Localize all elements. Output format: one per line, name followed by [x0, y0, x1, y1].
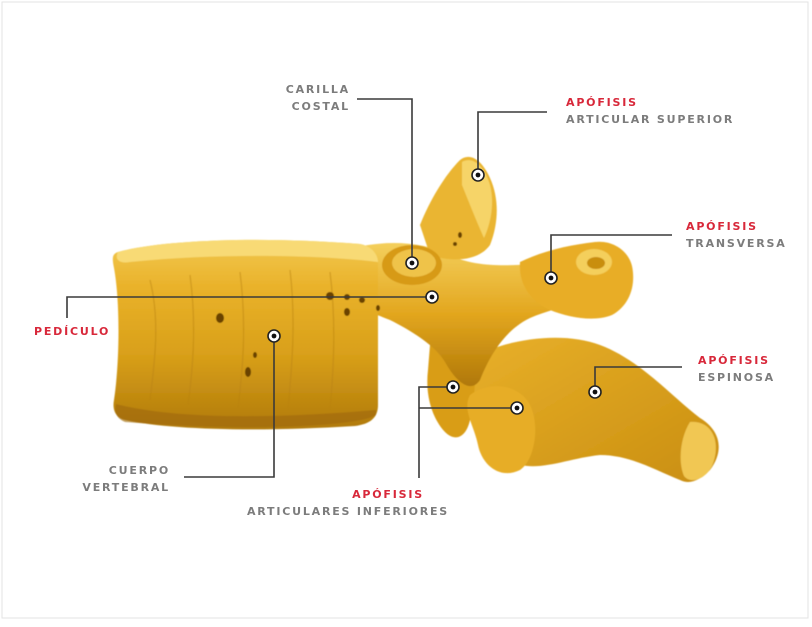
marker-articular-inferior-2 [511, 402, 523, 414]
label-carilla-costal: CARILLA COSTAL [250, 81, 350, 115]
label-carilla-costal-line2: COSTAL [250, 98, 350, 115]
label-articulares-inferiores-sub: ARTICULARES INFERIORES [240, 503, 456, 520]
transverse-process-pit [587, 257, 605, 269]
vertebral-body-shape [113, 240, 378, 430]
marker-pediculo [426, 291, 438, 303]
marker-articular-inferior-1 [447, 381, 459, 393]
marker-transversa [545, 272, 557, 284]
label-transversa-title: APÓFISIS [686, 218, 787, 235]
label-articulares-inferiores-title: APÓFISIS [240, 486, 456, 503]
label-espinosa-sub: ESPINOSA [698, 369, 775, 386]
label-cuerpo-vertebral-line2: VERTEBRAL [70, 479, 170, 496]
marker-cuerpo-vertebral [268, 330, 280, 342]
marker-carilla-costal [406, 257, 418, 269]
label-pediculo: PEDÍCULO [34, 323, 110, 340]
label-carilla-costal-line1: CARILLA [250, 81, 350, 98]
label-articular-superior-sub: ARTICULAR SUPERIOR [566, 111, 734, 128]
label-apofisis-transversa: APÓFISIS TRANSVERSA [686, 218, 787, 252]
label-cuerpo-vertebral: CUERPO VERTEBRAL [70, 462, 170, 496]
label-cuerpo-vertebral-line1: CUERPO [70, 462, 170, 479]
marker-espinosa [589, 386, 601, 398]
label-apofisis-espinosa: APÓFISIS ESPINOSA [698, 352, 775, 386]
label-espinosa-title: APÓFISIS [698, 352, 775, 369]
marker-articular-superior [472, 169, 484, 181]
label-apofisis-articulares-inferiores: APÓFISIS ARTICULARES INFERIORES [240, 486, 456, 520]
label-apofisis-articular-superior: APÓFISIS ARTICULAR SUPERIOR [566, 94, 734, 128]
label-articular-superior-title: APÓFISIS [566, 94, 734, 111]
label-transversa-sub: TRANSVERSA [686, 235, 787, 252]
